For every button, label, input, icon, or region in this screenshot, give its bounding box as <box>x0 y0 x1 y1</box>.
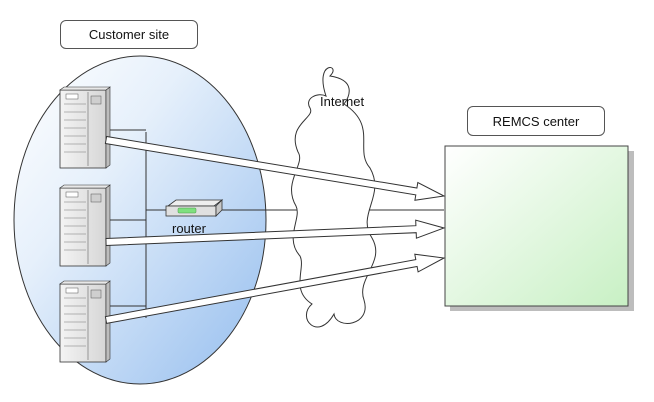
customer-site-label: Customer site <box>60 20 198 49</box>
internet-label: Internet <box>320 94 365 109</box>
connection-arrows <box>104 135 446 324</box>
internet-cloud <box>291 66 377 328</box>
arrow-3 <box>104 253 446 324</box>
servers <box>59 86 111 363</box>
remcs-center-label: REMCS center <box>467 106 605 136</box>
server-icon <box>59 86 111 169</box>
server-icon <box>59 280 111 363</box>
arrow-2 <box>105 219 446 247</box>
router-icon <box>165 199 224 217</box>
server-icon <box>59 184 111 267</box>
router-label: router <box>172 221 206 236</box>
arrow-1 <box>104 135 446 201</box>
remcs-center-box <box>444 145 629 307</box>
